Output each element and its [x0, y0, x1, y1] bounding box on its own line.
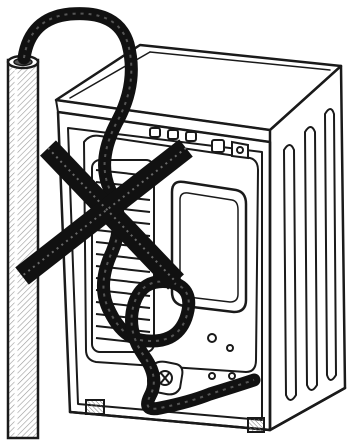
- drain-standpipe-icon: [8, 56, 38, 438]
- washer-foot-left: [86, 400, 104, 414]
- washing-machine-rear-icon: [56, 45, 345, 432]
- washer-foot-right: [248, 418, 264, 432]
- washer-top-seam: [70, 52, 150, 98]
- washer-side-ribs: [284, 109, 336, 400]
- washer-top-edge: [56, 100, 270, 142]
